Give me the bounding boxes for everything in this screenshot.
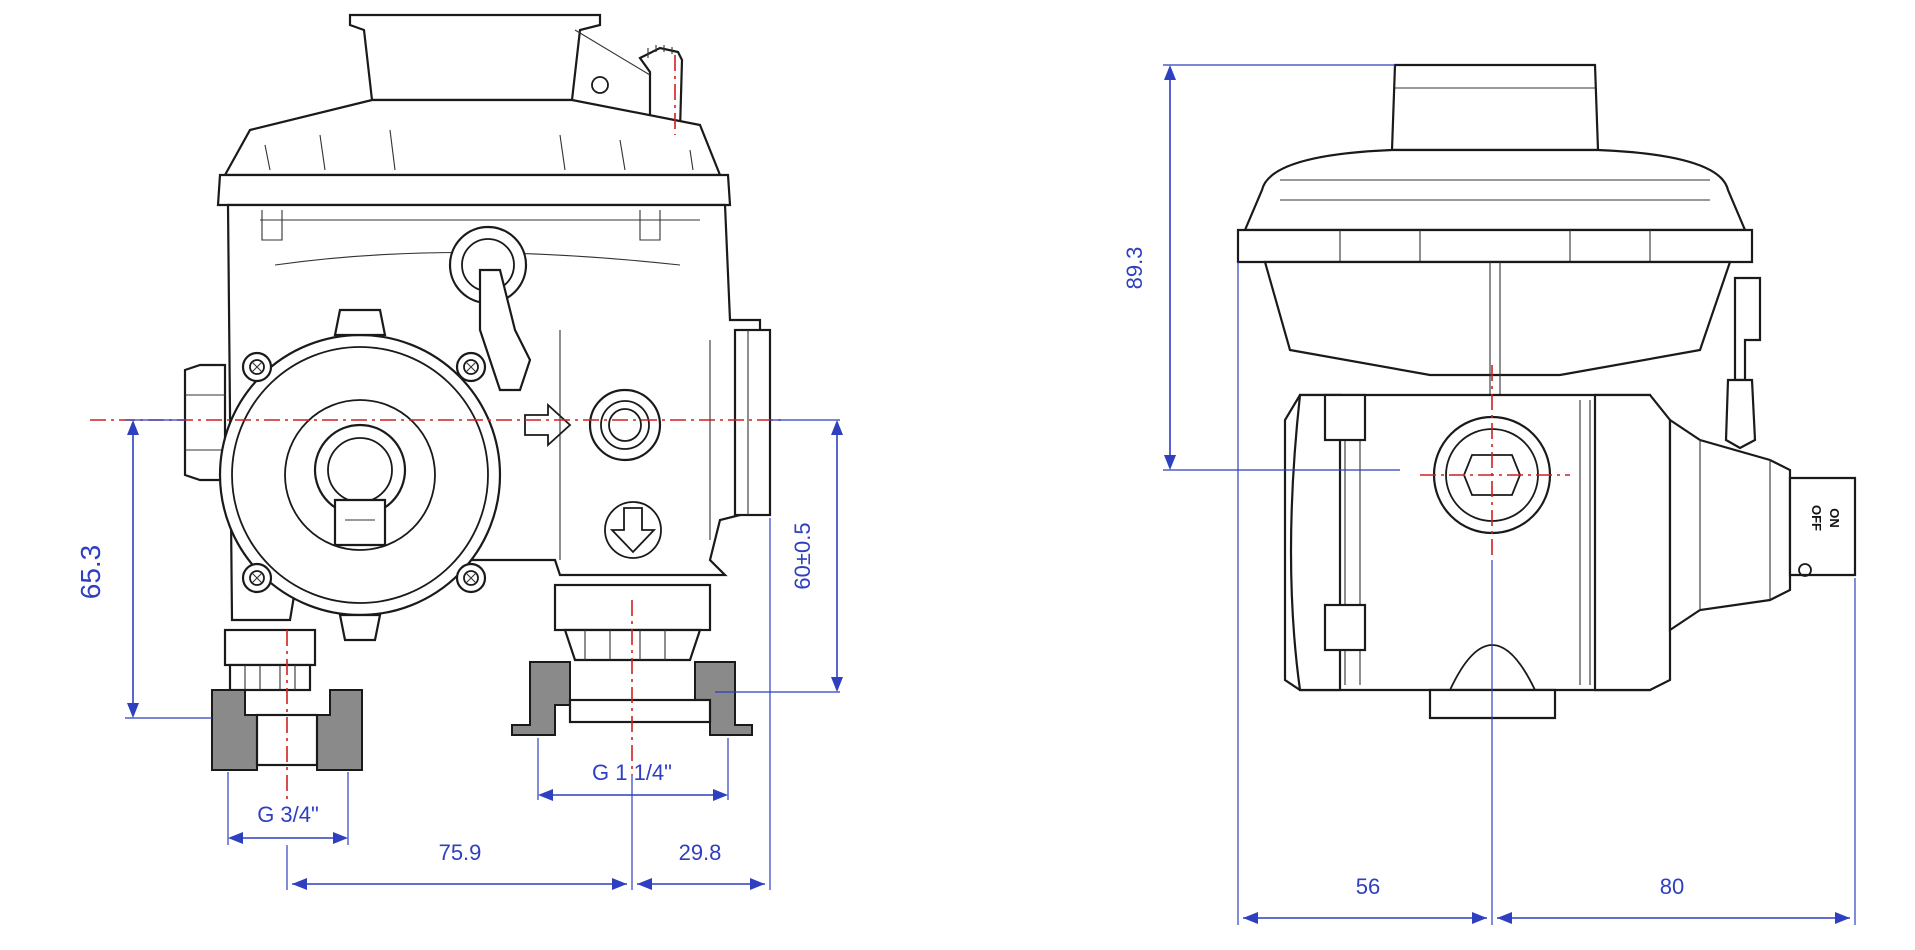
- side-cover-dome: [1243, 148, 1747, 232]
- front-lever: [478, 268, 532, 392]
- dim-outlet-thread: G 1 1/4": [592, 760, 672, 785]
- front-view: 65.3 60±0.5 G 3/4" G 1 1/4" 75.9 29.8: [75, 13, 843, 890]
- dim-side-width-right: 80: [1660, 874, 1684, 899]
- front-side-port: [733, 328, 772, 517]
- dim-width-right: 29.8: [679, 840, 722, 865]
- side-view: ON OFF 89.3 56 80: [1122, 63, 1857, 925]
- dim-inlet-thread: G 3/4": [257, 802, 319, 827]
- side-valve-body: [1668, 417, 1792, 633]
- front-hex-nut: [183, 363, 227, 482]
- side-dimension-lines: [1163, 64, 1856, 925]
- flow-arrow-right-icon: [524, 402, 572, 448]
- dim-side-height: 89.3: [1122, 247, 1147, 290]
- front-top-cap: [348, 13, 602, 102]
- dim-side-width-left: 56: [1356, 874, 1380, 899]
- flow-arrow-down-icon: [609, 507, 657, 554]
- flow-arrow-down-circle: [604, 501, 662, 559]
- side-cover-flange: [1236, 228, 1754, 264]
- side-onoff-knob: [1788, 476, 1857, 577]
- side-upper-body: [1263, 260, 1732, 377]
- dim-height-outlet: 60±0.5: [790, 522, 815, 589]
- front-inlet-fitting: [211, 628, 363, 771]
- front-housing-flange: [216, 173, 732, 207]
- front-dimension-lines: [125, 419, 843, 890]
- switch-off-label: OFF: [1809, 505, 1824, 531]
- side-lever: [1733, 276, 1762, 382]
- front-vent-pipe: [638, 46, 684, 132]
- front-housing-cover: [223, 98, 722, 177]
- dim-width-left: 75.9: [439, 840, 482, 865]
- switch-on-label: ON: [1827, 508, 1842, 528]
- side-lever-handle: [1724, 378, 1757, 450]
- front-screws: [241, 351, 487, 594]
- side-top-cylinder: [1390, 63, 1600, 152]
- side-right-lobe: [1593, 393, 1672, 692]
- dim-height-inlet: 65.3: [75, 545, 106, 600]
